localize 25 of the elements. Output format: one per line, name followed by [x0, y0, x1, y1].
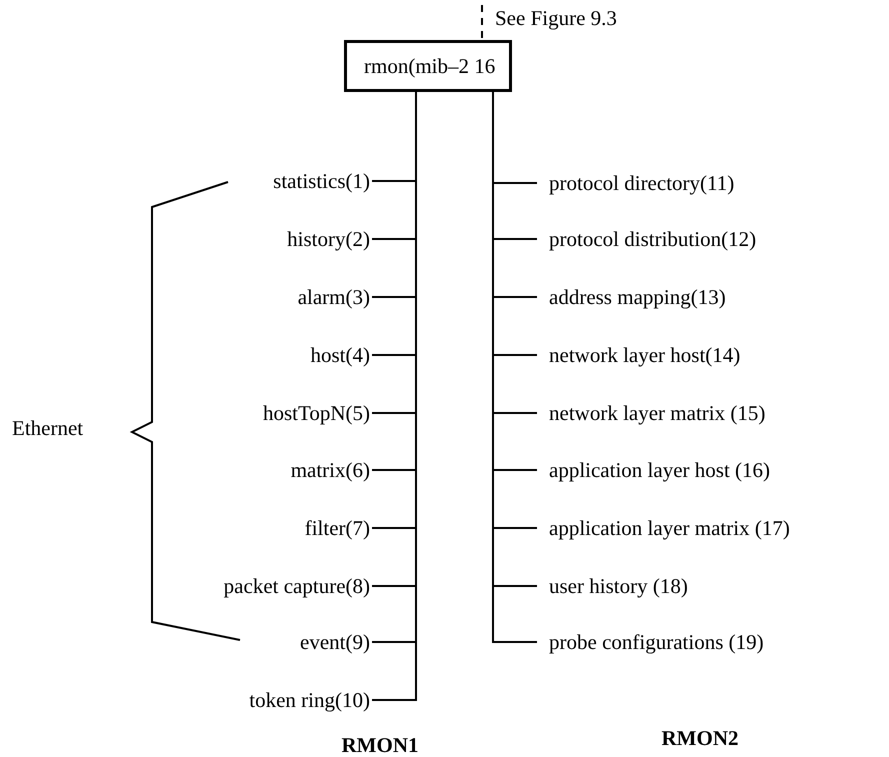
branch-label: statistics(1) — [273, 168, 372, 194]
branch-label: filter(7) — [304, 515, 372, 541]
branch-label: hostTopN(5) — [262, 400, 372, 426]
branch-label: history(2) — [287, 226, 372, 252]
branch-label: user history (18) — [537, 573, 688, 599]
branch-label: matrix(6) — [290, 457, 372, 483]
branch-label: application layer host (16) — [537, 457, 770, 483]
branch-label: host(4) — [310, 342, 372, 368]
reference-note: See Figure 9.3 — [480, 5, 617, 31]
branch-label: probe configurations (19) — [537, 629, 764, 655]
branch-label: protocol distribution(12) — [537, 226, 756, 252]
branch-label: protocol directory(11) — [537, 170, 734, 196]
root-box: rmon(mib–2 16 — [344, 40, 512, 92]
group-label: RMON1 — [342, 732, 418, 757]
branch-label: token ring(10) — [249, 687, 372, 713]
branch-label: packet capture(8) — [224, 573, 372, 599]
branch-label: application layer matrix (17) — [537, 515, 790, 541]
branch-label: address mapping(13) — [537, 284, 726, 310]
branch-label: event(9) — [300, 629, 372, 655]
bracket-label: Ethernet — [12, 415, 84, 441]
branch-label: network layer matrix (15) — [537, 400, 766, 426]
branch-label: network layer host(14) — [537, 342, 740, 368]
branch-label: alarm(3) — [298, 284, 372, 310]
dashed-connector — [481, 5, 483, 40]
group-label: RMON2 — [662, 725, 738, 751]
